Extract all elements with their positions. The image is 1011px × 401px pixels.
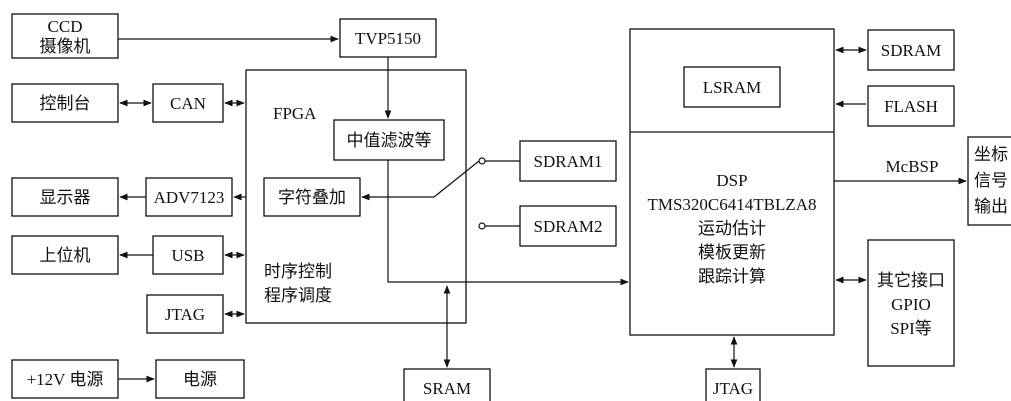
sdram1-label: SDRAM1 <box>534 152 603 171</box>
console-label: 控制台 <box>40 94 91 113</box>
mcbsp-label: McBSP <box>886 157 939 176</box>
gpio-label: GPIO <box>891 295 931 314</box>
tvp5150-block: TVP5150 <box>340 19 436 57</box>
flash-label: FLASH <box>884 97 938 116</box>
adv7123-label: ADV7123 <box>154 188 225 207</box>
output-label: 输出 <box>974 197 1008 216</box>
ccd-camera-block: CCD 摄像机 <box>12 14 118 58</box>
coord-output-block: 坐标 信号 输出 <box>968 137 1011 225</box>
lsram-block: LSRAM <box>684 67 780 107</box>
spi-label: SPI等 <box>890 319 932 338</box>
median-filter-block: 中值滤波等 <box>334 120 444 160</box>
power-input-label: +12V 电源 <box>27 370 104 389</box>
lsram-label: LSRAM <box>703 78 762 97</box>
flash-block: FLASH <box>868 86 954 126</box>
template-update-label: 模板更新 <box>698 243 766 262</box>
fpga-label: FPGA <box>273 104 317 123</box>
sdram-label: SDRAM <box>881 41 941 60</box>
sdram1-block: SDRAM1 <box>520 141 616 181</box>
tvp5150-label: TVP5150 <box>355 29 421 48</box>
other-interfaces-block: 其它接口 GPIO SPI等 <box>868 240 954 366</box>
other-interfaces-label: 其它接口 <box>877 271 945 290</box>
jtag-fpga-block: JTAG <box>147 295 223 333</box>
char-overlay-block: 字符叠加 <box>264 178 360 216</box>
jtag-fpga-label: JTAG <box>165 305 205 324</box>
power-input-block: +12V 电源 <box>12 360 118 398</box>
sdram-block: SDRAM <box>868 30 954 70</box>
can-label: CAN <box>170 94 206 113</box>
power-label: 电源 <box>183 370 217 389</box>
usb-label: USB <box>171 246 204 265</box>
ccd-label: CCD <box>48 17 83 36</box>
console-block: 控制台 <box>12 84 118 122</box>
tracking-calc-label: 跟踪计算 <box>698 267 766 286</box>
motion-estimation-label: 运动估计 <box>698 219 766 238</box>
power-block: 电源 <box>156 360 244 398</box>
display-block: 显示器 <box>12 178 118 216</box>
sram-label: SRAM <box>423 379 471 398</box>
sdram2-label: SDRAM2 <box>534 217 603 236</box>
switch-contact-2 <box>479 223 485 229</box>
char-overlay-label: 字符叠加 <box>278 188 346 207</box>
program-schedule-label: 程序调度 <box>264 286 332 305</box>
timing-control-label: 时序控制 <box>264 262 332 281</box>
switch-contact-1 <box>479 158 485 164</box>
sdram2-block: SDRAM2 <box>520 206 616 246</box>
display-label: 显示器 <box>40 188 91 207</box>
median-filter-label: 中值滤波等 <box>347 131 432 150</box>
dsp-label: DSP <box>716 171 747 190</box>
jtag-dsp-block: JTAG <box>706 369 760 401</box>
dsp-part-number-label: TMS320C6414TBLZA8 <box>647 195 816 214</box>
sram-block: SRAM <box>404 369 490 401</box>
host-pc-block: 上位机 <box>12 236 118 274</box>
usb-block: USB <box>153 236 223 274</box>
coord-label: 坐标 <box>974 145 1008 164</box>
signal-label: 信号 <box>974 171 1008 190</box>
can-block: CAN <box>153 84 223 122</box>
host-pc-label: 上位机 <box>40 246 91 265</box>
camera-label: 摄像机 <box>40 37 91 56</box>
adv7123-block: ADV7123 <box>146 178 232 216</box>
jtag-dsp-label: JTAG <box>713 379 753 398</box>
